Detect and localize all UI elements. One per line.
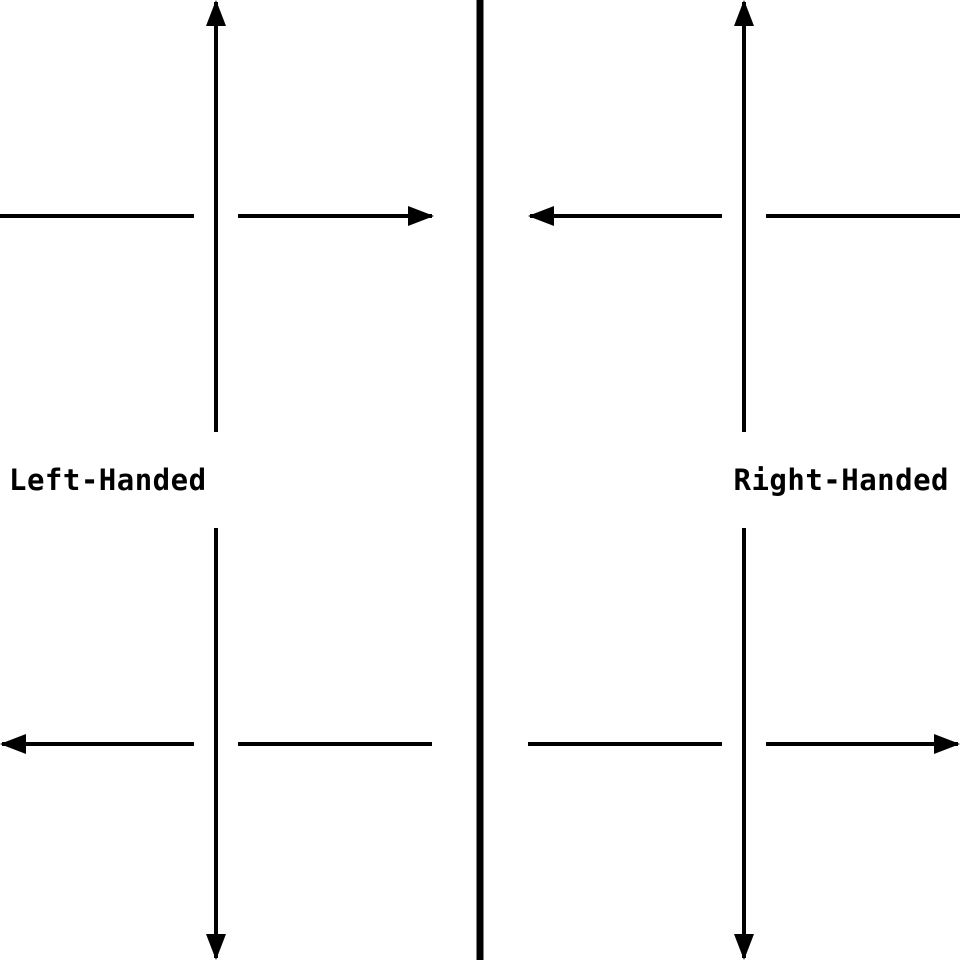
right-handed-label: Right-Handed xyxy=(733,463,949,497)
left-handed-panel: Left-Handed xyxy=(0,0,434,960)
right-handed-panel: Right-Handed xyxy=(528,0,960,960)
left-handed-label: Left-Handed xyxy=(9,463,207,497)
